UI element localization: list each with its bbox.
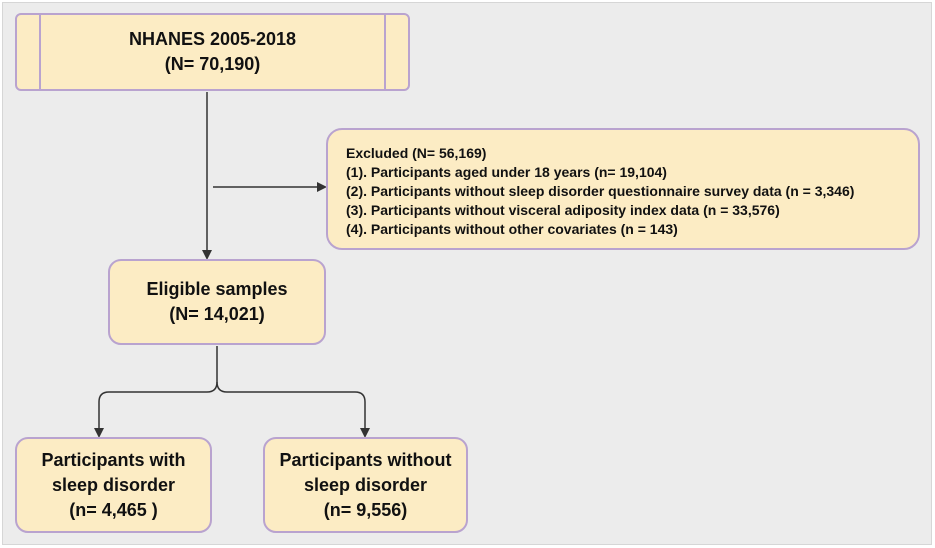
- eligible-count: (N= 14,021): [169, 304, 265, 324]
- eligible-title: Eligible samples: [146, 279, 288, 299]
- without-sleep-disorder-box: Participants without sleep disorder (n= …: [263, 437, 468, 533]
- without-disorder-count: (n= 9,556): [323, 499, 408, 520]
- source-box-left-stripe: [39, 15, 41, 89]
- source-population-box: NHANES 2005-2018 (N= 70,190): [15, 13, 410, 91]
- excluded-box: Excluded (N= 56,169) (1). Participants a…: [326, 128, 920, 250]
- with-sleep-disorder-box: Participants with sleep disorder (n= 4,4…: [15, 437, 212, 533]
- with-disorder-count: (n= 4,465 ): [69, 499, 158, 520]
- without-disorder-line-2: sleep disorder: [303, 474, 428, 495]
- excluded-item-3: (3). Participants without visceral adipo…: [346, 201, 780, 218]
- eligible-samples-box: Eligible samples (N= 14,021): [108, 259, 326, 345]
- with-disorder-line-2: sleep disorder: [51, 474, 176, 495]
- excluded-item-2: (2). Participants without sleep disorder…: [346, 182, 855, 199]
- without-disorder-line-1: Participants without: [279, 449, 452, 470]
- source-box-right-stripe: [384, 15, 386, 89]
- with-disorder-line-1: Participants with: [41, 449, 186, 470]
- source-count: (N= 70,190): [164, 54, 261, 74]
- source-title: NHANES 2005-2018: [128, 29, 297, 49]
- excluded-item-4: (4). Participants without other covariat…: [346, 220, 678, 237]
- excluded-heading: Excluded (N= 56,169): [346, 144, 487, 161]
- excluded-item-1: (1). Participants aged under 18 years (n…: [346, 163, 667, 180]
